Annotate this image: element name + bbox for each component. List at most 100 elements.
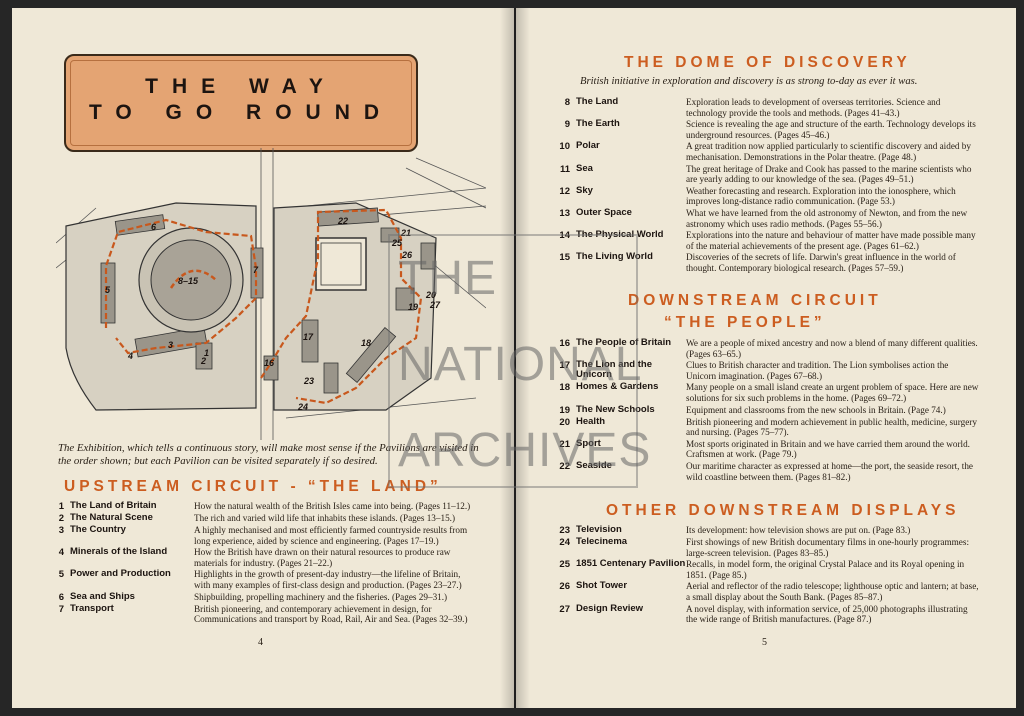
- item-number: 24: [559, 537, 570, 548]
- other-heading: OTHER DOWNSTREAM DISPLAYS: [606, 502, 960, 519]
- item-name: Television: [576, 524, 622, 535]
- downstream-list: 16 The People of Britain We are a people o…: [546, 338, 980, 483]
- left-page: THE WAY TO GO ROUND: [12, 8, 514, 708]
- map-caption: The Exhibition, which tells a continuous…: [58, 442, 479, 467]
- item-name: Sky: [576, 184, 593, 196]
- item-description: What we have learned from the old astron…: [686, 207, 968, 229]
- item-description: The rich and varied wild life that inhab…: [194, 513, 456, 523]
- item-description: Aerial and reflector of the radio telesc…: [686, 581, 979, 602]
- item-description: Exploration leads to development of over…: [686, 97, 941, 118]
- list-item: 19 The New Schools Equipment and classroom…: [546, 403, 980, 416]
- item-description: We are a people of mixed ancestry and no…: [686, 338, 978, 359]
- map-label-18: 18: [361, 338, 371, 348]
- item-name: The People of Britain: [576, 337, 672, 348]
- item-description: Equipment and classrooms from the new sc…: [686, 404, 946, 415]
- map-label-25: 25: [391, 238, 403, 248]
- item-number: 27: [559, 603, 570, 615]
- item-number: 23: [559, 525, 570, 536]
- item-name: Homes & Gardens: [576, 381, 659, 393]
- item-name: Outer Space: [576, 206, 632, 218]
- item-number: 2: [58, 513, 64, 524]
- title-box: THE WAY TO GO ROUND: [64, 54, 418, 152]
- item-name: The Living World: [576, 251, 653, 263]
- item-name: 1851 Centenary Pavilion: [576, 558, 686, 570]
- item-number: 17: [559, 360, 570, 372]
- item-number: 10: [559, 141, 570, 153]
- dome-heading: THE DOME OF DISCOVERY: [624, 54, 911, 71]
- item-description: Science is revealing the age and structu…: [686, 119, 976, 140]
- item-description: Recalls, in model form, the original Cry…: [686, 559, 965, 580]
- map-label-5: 5: [105, 285, 111, 295]
- item-number: 25: [559, 559, 570, 571]
- map-label-22: 22: [337, 216, 348, 226]
- list-item: 16 The People of Britain We are a people o…: [546, 338, 980, 359]
- item-name: The Lion and the Unicorn: [576, 359, 652, 381]
- title-line-2: TO GO ROUND: [88, 101, 394, 124]
- item-number: 16: [559, 338, 570, 349]
- page-number-left: 4: [258, 637, 263, 648]
- list-item: 27 Design Review A novel display, with inf…: [546, 602, 980, 625]
- item-number: 11: [559, 163, 570, 175]
- item-number: 14: [559, 230, 570, 242]
- map-label-23: 23: [303, 376, 314, 386]
- item-description: Its development: how television shows ar…: [686, 525, 911, 535]
- item-description: A highly mechanised and most efficiently…: [194, 525, 468, 546]
- item-description: First showings of new British documentar…: [686, 537, 969, 558]
- map-label-27: 27: [429, 300, 441, 310]
- item-description: Weather forecasting and research. Explor…: [686, 185, 956, 207]
- item-description: Discoveries of the secrets of life. Darw…: [686, 252, 956, 273]
- item-description: A novel display, with information servic…: [686, 603, 968, 625]
- item-name: The Country: [70, 524, 126, 535]
- item-description: Most sports originated in Britain and we…: [686, 438, 970, 460]
- item-description: How the natural wealth of the British Is…: [194, 501, 471, 511]
- title-line-1: THE WAY: [145, 75, 337, 98]
- map-label-16: 16: [264, 358, 275, 368]
- item-name: The New Schools: [576, 403, 655, 415]
- downstream-heading: DOWNSTREAM CIRCUIT: [628, 292, 882, 309]
- other-list: 23 Television Its development: how televis…: [546, 525, 980, 626]
- item-name: Shot Tower: [576, 580, 628, 592]
- item-name: Design Review: [576, 602, 644, 614]
- item-number: 21: [559, 438, 570, 450]
- downstream-subheading: “THE PEOPLE”: [664, 314, 826, 331]
- item-description: British pioneering, and contemporary ach…: [194, 603, 468, 625]
- list-item: 7 Transport British pioneering, and contem…: [52, 602, 476, 625]
- dome-subtitle: British initiative in exploration and di…: [580, 76, 918, 87]
- item-description: Clues to British character and tradition…: [686, 360, 949, 381]
- map-label-dome: 8–15: [178, 276, 199, 286]
- list-item: 9 The Earth Science is revealing the age a…: [546, 119, 980, 140]
- item-name: Sport: [576, 437, 601, 449]
- map-label-24: 24: [297, 402, 308, 412]
- map-label-7: 7: [253, 265, 259, 275]
- item-number: 26: [559, 581, 570, 593]
- item-name: Transport: [70, 602, 114, 614]
- list-item: 17 The Lion and the Unicorn Clues to Briti…: [546, 360, 980, 381]
- item-number: 8: [564, 97, 570, 108]
- map-label-17: 17: [303, 332, 314, 342]
- route-path: [104, 208, 423, 405]
- item-number: 19: [559, 404, 570, 416]
- item-name: The Earth: [576, 118, 620, 130]
- item-name: Polar: [576, 140, 600, 152]
- map-label-19: 19: [408, 302, 418, 312]
- item-number: 3: [58, 525, 64, 536]
- item-description: Shipbuilding, propelling machinery and t…: [194, 591, 448, 602]
- item-description: Our maritime character as expressed at h…: [686, 460, 973, 482]
- site-map: 8–15 1 2 3 4 5 6 7 16 17 18 19 20 21 22 …: [56, 148, 486, 440]
- item-name: Minerals of the Island: [70, 546, 168, 558]
- item-number: 9: [564, 119, 570, 131]
- map-label-4: 4: [127, 351, 133, 361]
- item-number: 5: [58, 569, 64, 581]
- item-number: 7: [58, 603, 64, 615]
- item-number: 18: [559, 382, 570, 394]
- page-number-right: 5: [762, 637, 767, 648]
